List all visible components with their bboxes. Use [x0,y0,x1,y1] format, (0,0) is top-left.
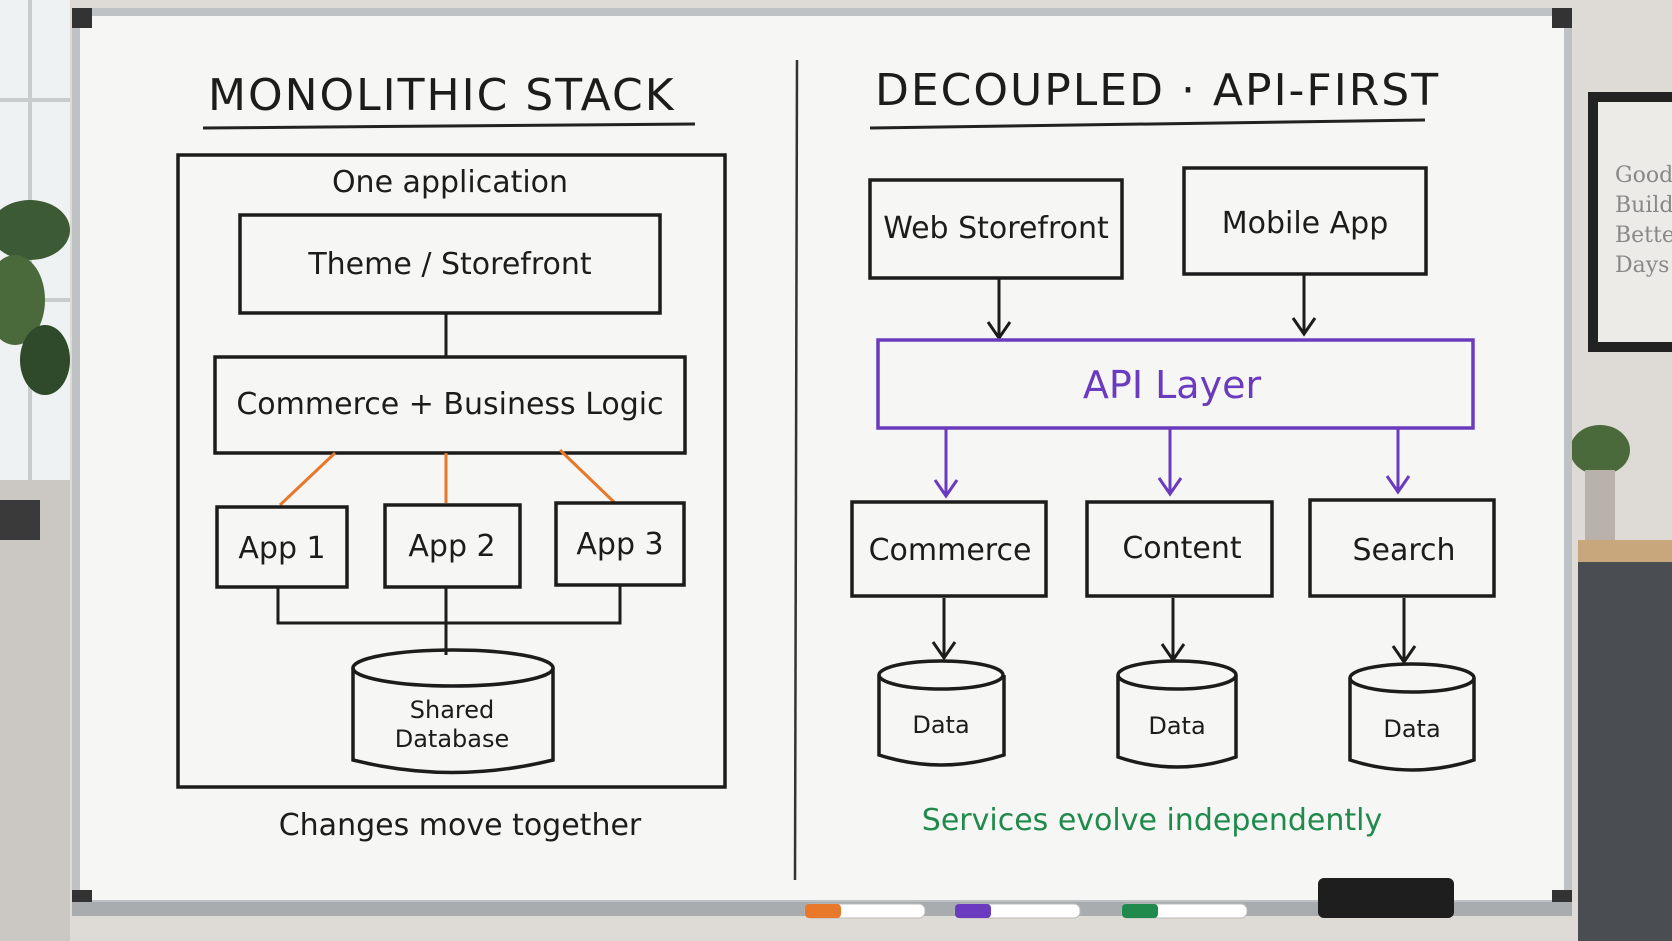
left-title-underline [202,122,696,130]
left-title: MONOLITHIC STACK [208,70,676,121]
app-3-label: App 3 [576,527,663,562]
mobile-app-label: Mobile App [1222,206,1389,241]
app-2-box [383,503,522,589]
commerce-data-cylinder [877,659,1006,767]
app-1-label: App 1 [238,531,325,566]
orange-connectors [278,448,617,507]
commerce-service-label: Commerce [869,533,1032,568]
app-1-box [215,505,349,589]
theme-storefront-box [238,213,662,315]
api-arrows [933,428,1411,499]
svg-text:Days: Days [1615,253,1669,278]
marker-purple [954,903,1081,919]
api-layer-box [876,338,1475,430]
center-divider [793,59,799,881]
cabinet [1578,540,1672,941]
content-data-label: Data [1148,712,1205,740]
search-data-label: Data [1383,715,1440,743]
svg-text:Good: Good [1615,163,1672,188]
client-arrows [986,274,1317,341]
wall-poster: Good Builds Better Days [1588,92,1672,352]
left-caption: Changes move together [279,808,642,843]
marker-orange [804,903,926,919]
web-storefront-box [868,178,1124,280]
right-caption: Services evolve independently [922,803,1382,838]
commerce-service-box [850,500,1048,598]
shared-database-label-2: Database [395,725,510,753]
shared-database-label-1: Shared [410,696,495,724]
marker-green [1121,903,1248,919]
right-title-underline [869,118,1426,130]
whiteboard [72,8,1572,916]
theme-storefront-label: Theme / Storefront [307,247,592,282]
right-title: DECOUPLED · API-FIRST [875,65,1440,116]
commerce-data-label: Data [912,711,969,739]
search-data-cylinder [1348,662,1476,772]
plant-right [1570,425,1630,540]
db-connectors [276,585,622,655]
web-storefront-label: Web Storefront [883,211,1109,246]
content-service-box [1085,500,1274,598]
container-label: One application [332,165,568,200]
eraser [1318,878,1454,918]
content-service-label: Content [1122,531,1242,566]
search-service-box [1308,498,1496,598]
business-logic-box [213,355,687,455]
shared-database-cylinder [351,648,555,775]
content-data-cylinder [1116,659,1238,769]
one-application-container [176,153,727,789]
business-logic-label: Commerce + Business Logic [236,387,663,422]
plant-left [0,200,70,395]
app-2-label: App 2 [408,529,495,564]
svg-text:Builds: Builds [1615,193,1672,218]
search-service-label: Search [1352,533,1455,568]
svg-text:Better: Better [1615,223,1672,248]
api-layer-label: API Layer [1083,363,1262,407]
